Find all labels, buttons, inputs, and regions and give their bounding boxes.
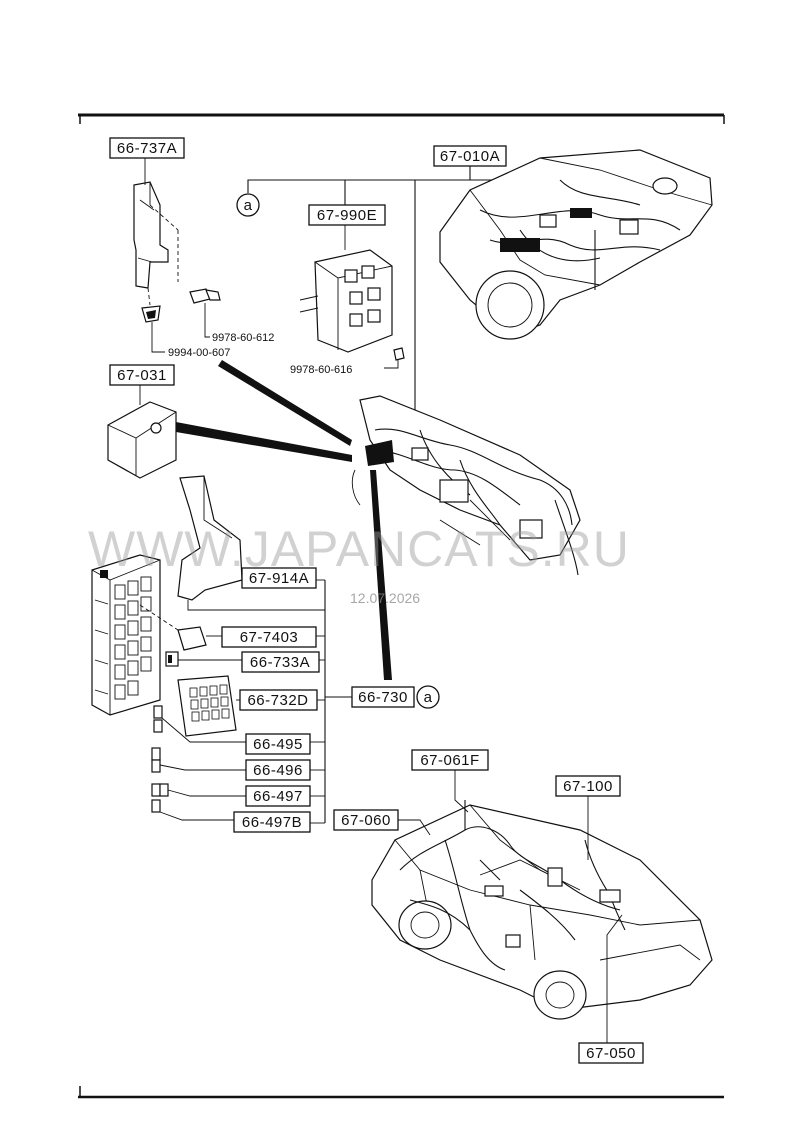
label-66-497B-text: 66-497B [242,814,302,831]
label-67-100: 67-100 [555,775,621,797]
relay-box-67-990E-illustration [299,249,405,361]
label-66-497: 66-497 [245,785,311,807]
dashboard-harness-illustration [351,395,581,576]
label-67-031: 67-031 [109,364,175,386]
watermark-date: 12.07.2026 [350,590,420,606]
label-66-730: 66-730 [351,686,415,708]
relay-67-7403-illustration [177,626,207,651]
label-66-732D: 66-732D [239,689,318,711]
label-66-495: 66-495 [245,733,311,755]
label-67-7403-text: 67-7403 [240,629,299,646]
label-67-100-text: 67-100 [563,778,613,795]
ref-mark-a-top-text: a [244,197,253,214]
body-harness-car-illustration [371,804,713,1020]
pointer-66-730 [370,470,392,680]
label-67-060-text: 67-060 [341,812,391,829]
pointer-clip [218,360,352,446]
label-66-737A: 66-737A [109,137,185,159]
label-67-031-text: 67-031 [117,367,167,384]
label-67-990E-text: 67-990E [317,207,377,224]
label-66-496-text: 66-496 [253,762,303,779]
label-66-497B: 66-497B [233,811,311,833]
bracket-67-914A-illustration [177,475,243,601]
pointer-67-031 [176,422,352,462]
label-67-010A: 67-010A [433,145,507,167]
label-9978-60-616: 9978-60-616 [290,364,352,376]
fuse-block-illustration [91,554,161,716]
watermark-site: WWW.JAPANCATS.RU [88,521,630,577]
ref-mark-a-bottom-text: a [424,689,433,706]
label-67-061F-text: 67-061F [420,752,479,769]
label-66-495-text: 66-495 [253,736,303,753]
label-67-050: 67-050 [578,1042,644,1064]
label-67-7403: 67-7403 [221,626,317,648]
label-66-497-text: 66-497 [253,788,303,805]
label-9994-00-607: 9994-00-607 [168,347,230,359]
body-wiring-illustration [399,800,626,971]
label-67-060: 67-060 [333,809,399,831]
ref-mark-a-top: a [236,193,260,217]
label-66-732D-text: 66-732D [247,692,308,709]
module-67-031-illustration [107,401,177,479]
engine-compartment-illustration [439,149,713,340]
label-67-914A-text: 67-914A [249,570,309,587]
ref-mark-a-bottom: a [416,685,440,709]
label-67-914A: 67-914A [241,567,317,589]
label-66-737A-text: 66-737A [117,140,177,157]
label-67-050-text: 67-050 [586,1045,636,1062]
label-67-061F: 67-061F [411,749,489,771]
connector-66-733A-illustration [165,651,179,667]
label-66-733A: 66-733A [241,651,320,673]
fuse-cover-66-732D-illustration [177,675,237,737]
bracket-66-737A-illustration [133,181,221,323]
label-66-733A-text: 66-733A [250,654,310,671]
label-67-010A-text: 67-010A [440,148,500,165]
label-66-730-text: 66-730 [358,689,408,706]
label-9978-60-612: 9978-60-612 [212,332,274,344]
fuses-illustration [151,705,169,813]
label-66-496: 66-496 [245,759,311,781]
label-67-990E: 67-990E [308,204,386,226]
